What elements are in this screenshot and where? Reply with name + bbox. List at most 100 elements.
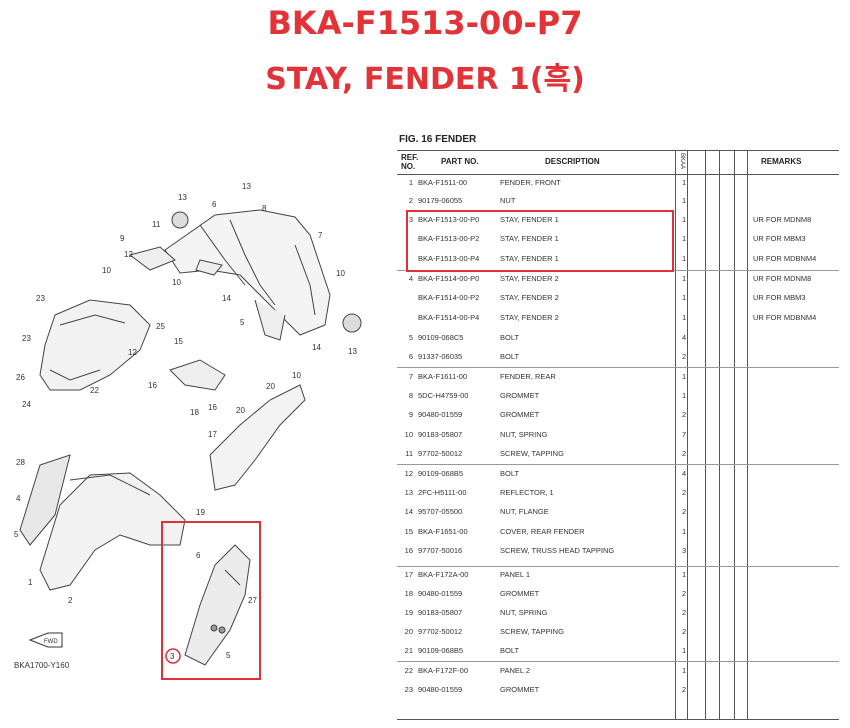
remarks-cell: UR FOR MDNM8 xyxy=(753,274,812,283)
svg-text:1: 1 xyxy=(28,578,33,587)
description-cell: STAY, FENDER 2 xyxy=(500,293,559,302)
description-cell: GROMMET xyxy=(500,391,540,400)
qty-cell: 2 xyxy=(682,507,687,516)
svg-text:20: 20 xyxy=(266,382,275,391)
svg-text:2: 2 xyxy=(68,596,73,605)
diagram-code: BKA1700-Y160 xyxy=(14,661,70,670)
part-no-cell: 90480-01559 xyxy=(418,410,463,419)
part-no-cell: BKA-F172F-00 xyxy=(418,666,469,675)
qty-cell: 1 xyxy=(682,666,687,675)
description-header: DESCRIPTION xyxy=(545,157,600,166)
ref-cell: 4 xyxy=(408,274,413,283)
svg-text:17: 17 xyxy=(208,430,217,439)
ref-cell: 12 xyxy=(404,469,413,478)
part-no-cell: BKA-F1511-00 xyxy=(418,178,468,187)
ref-cell: 23 xyxy=(404,685,413,694)
table-row: 23 90480-01559 GROMMET 2 xyxy=(397,685,839,701)
description-cell: BOLT xyxy=(500,469,520,478)
part-no-cell: 90109-068B5 xyxy=(418,469,464,478)
svg-text:16: 16 xyxy=(208,403,217,412)
remarks-header: REMARKS xyxy=(761,157,802,166)
panel-drawing xyxy=(209,384,306,491)
description-cell: COVER, REAR FENDER xyxy=(500,527,585,536)
svg-text:6: 6 xyxy=(196,551,201,560)
ref-cell: 10 xyxy=(404,430,413,439)
description-cell: NUT, SPRING xyxy=(500,430,548,439)
svg-text:10: 10 xyxy=(292,371,301,380)
parts-table: REF. NO. PART NO. DESCRIPTION BKAA REMAR… xyxy=(397,150,839,720)
ref-cell: 11 xyxy=(405,449,413,458)
svg-text:6: 6 xyxy=(212,200,217,209)
svg-text:13: 13 xyxy=(348,347,357,356)
part-no-cell: 90183-05807 xyxy=(418,608,463,617)
description-cell: PANEL 2 xyxy=(500,666,531,675)
qty-cell: 2 xyxy=(682,685,687,694)
qty-cell: 2 xyxy=(682,352,687,361)
ref-cell: 20 xyxy=(404,627,413,636)
part-no-cell: 91337-06035 xyxy=(418,352,463,361)
ref-cell: 6 xyxy=(408,352,413,361)
ref-cell: 21 xyxy=(404,646,413,655)
part-no-cell: 90109-068C5 xyxy=(418,333,464,342)
part-no-cell: BKA-F1513-00-P0 xyxy=(418,215,480,224)
part-number-title: BKA-F1513-00-P7 xyxy=(267,4,583,42)
part-no-cell: 90480-01559 xyxy=(418,589,463,598)
qty-cell: 1 xyxy=(682,196,687,205)
svg-text:28: 28 xyxy=(16,458,25,467)
svg-text:27: 27 xyxy=(248,596,257,605)
ref-cell: 18 xyxy=(404,589,413,598)
ref-cell: 22 xyxy=(404,666,413,675)
ref-cell: 9 xyxy=(408,410,413,419)
qty-cell: 1 xyxy=(682,293,687,302)
qty-cell: 1 xyxy=(682,570,687,579)
remarks-cell: UR FOR MDNM8 xyxy=(753,215,812,224)
svg-text:20: 20 xyxy=(236,406,245,415)
ref-cell: 19 xyxy=(404,608,413,617)
qty-cell: 2 xyxy=(682,449,687,458)
svg-text:4: 4 xyxy=(16,494,21,503)
rear-fender-drawing xyxy=(128,209,362,341)
part-no-cell: 90109-068B5 xyxy=(418,646,464,655)
table-row: 22 BKA-F172F-00 PANEL 2 1 xyxy=(397,666,839,682)
qty-cell: 7 xyxy=(682,430,687,439)
part-no-cell: BKA-F1514-00-P4 xyxy=(418,313,480,322)
description-cell: BOLT xyxy=(500,333,520,342)
part-name-title: STAY, FENDER 1(흑) xyxy=(265,62,585,97)
qty-cell: 2 xyxy=(682,608,687,617)
description-cell: STAY, FENDER 2 xyxy=(500,274,559,283)
svg-text:5: 5 xyxy=(226,651,231,660)
remarks-cell: UR FOR MDBNM4 xyxy=(753,254,817,263)
ref-no-header: REF. NO. xyxy=(401,153,419,171)
part-no-cell: BKA-F1611-00 xyxy=(418,372,468,381)
svg-text:25: 25 xyxy=(156,322,165,331)
svg-text:12: 12 xyxy=(124,250,133,259)
description-cell: GROMMET xyxy=(500,685,540,694)
description-cell: NUT, FLANGE xyxy=(500,507,549,516)
svg-text:12: 12 xyxy=(128,348,137,357)
part-no-cell: 90480-01559 xyxy=(418,685,463,694)
description-cell: STAY, FENDER 1 xyxy=(500,234,559,243)
ref-cell: 13 xyxy=(404,488,413,497)
ref-cell: 8 xyxy=(408,391,413,400)
description-cell: FENDER, REAR xyxy=(500,372,556,381)
ref-cell: 1 xyxy=(408,178,413,187)
ref-cell: 14 xyxy=(404,507,413,516)
description-cell: BOLT xyxy=(500,646,520,655)
svg-text:3: 3 xyxy=(170,652,175,661)
description-cell: NUT xyxy=(500,196,516,205)
svg-text:10: 10 xyxy=(102,266,111,275)
qty-cell: 2 xyxy=(682,627,687,636)
description-cell: GROMMET xyxy=(500,589,540,598)
qty-cell: 1 xyxy=(682,372,687,381)
